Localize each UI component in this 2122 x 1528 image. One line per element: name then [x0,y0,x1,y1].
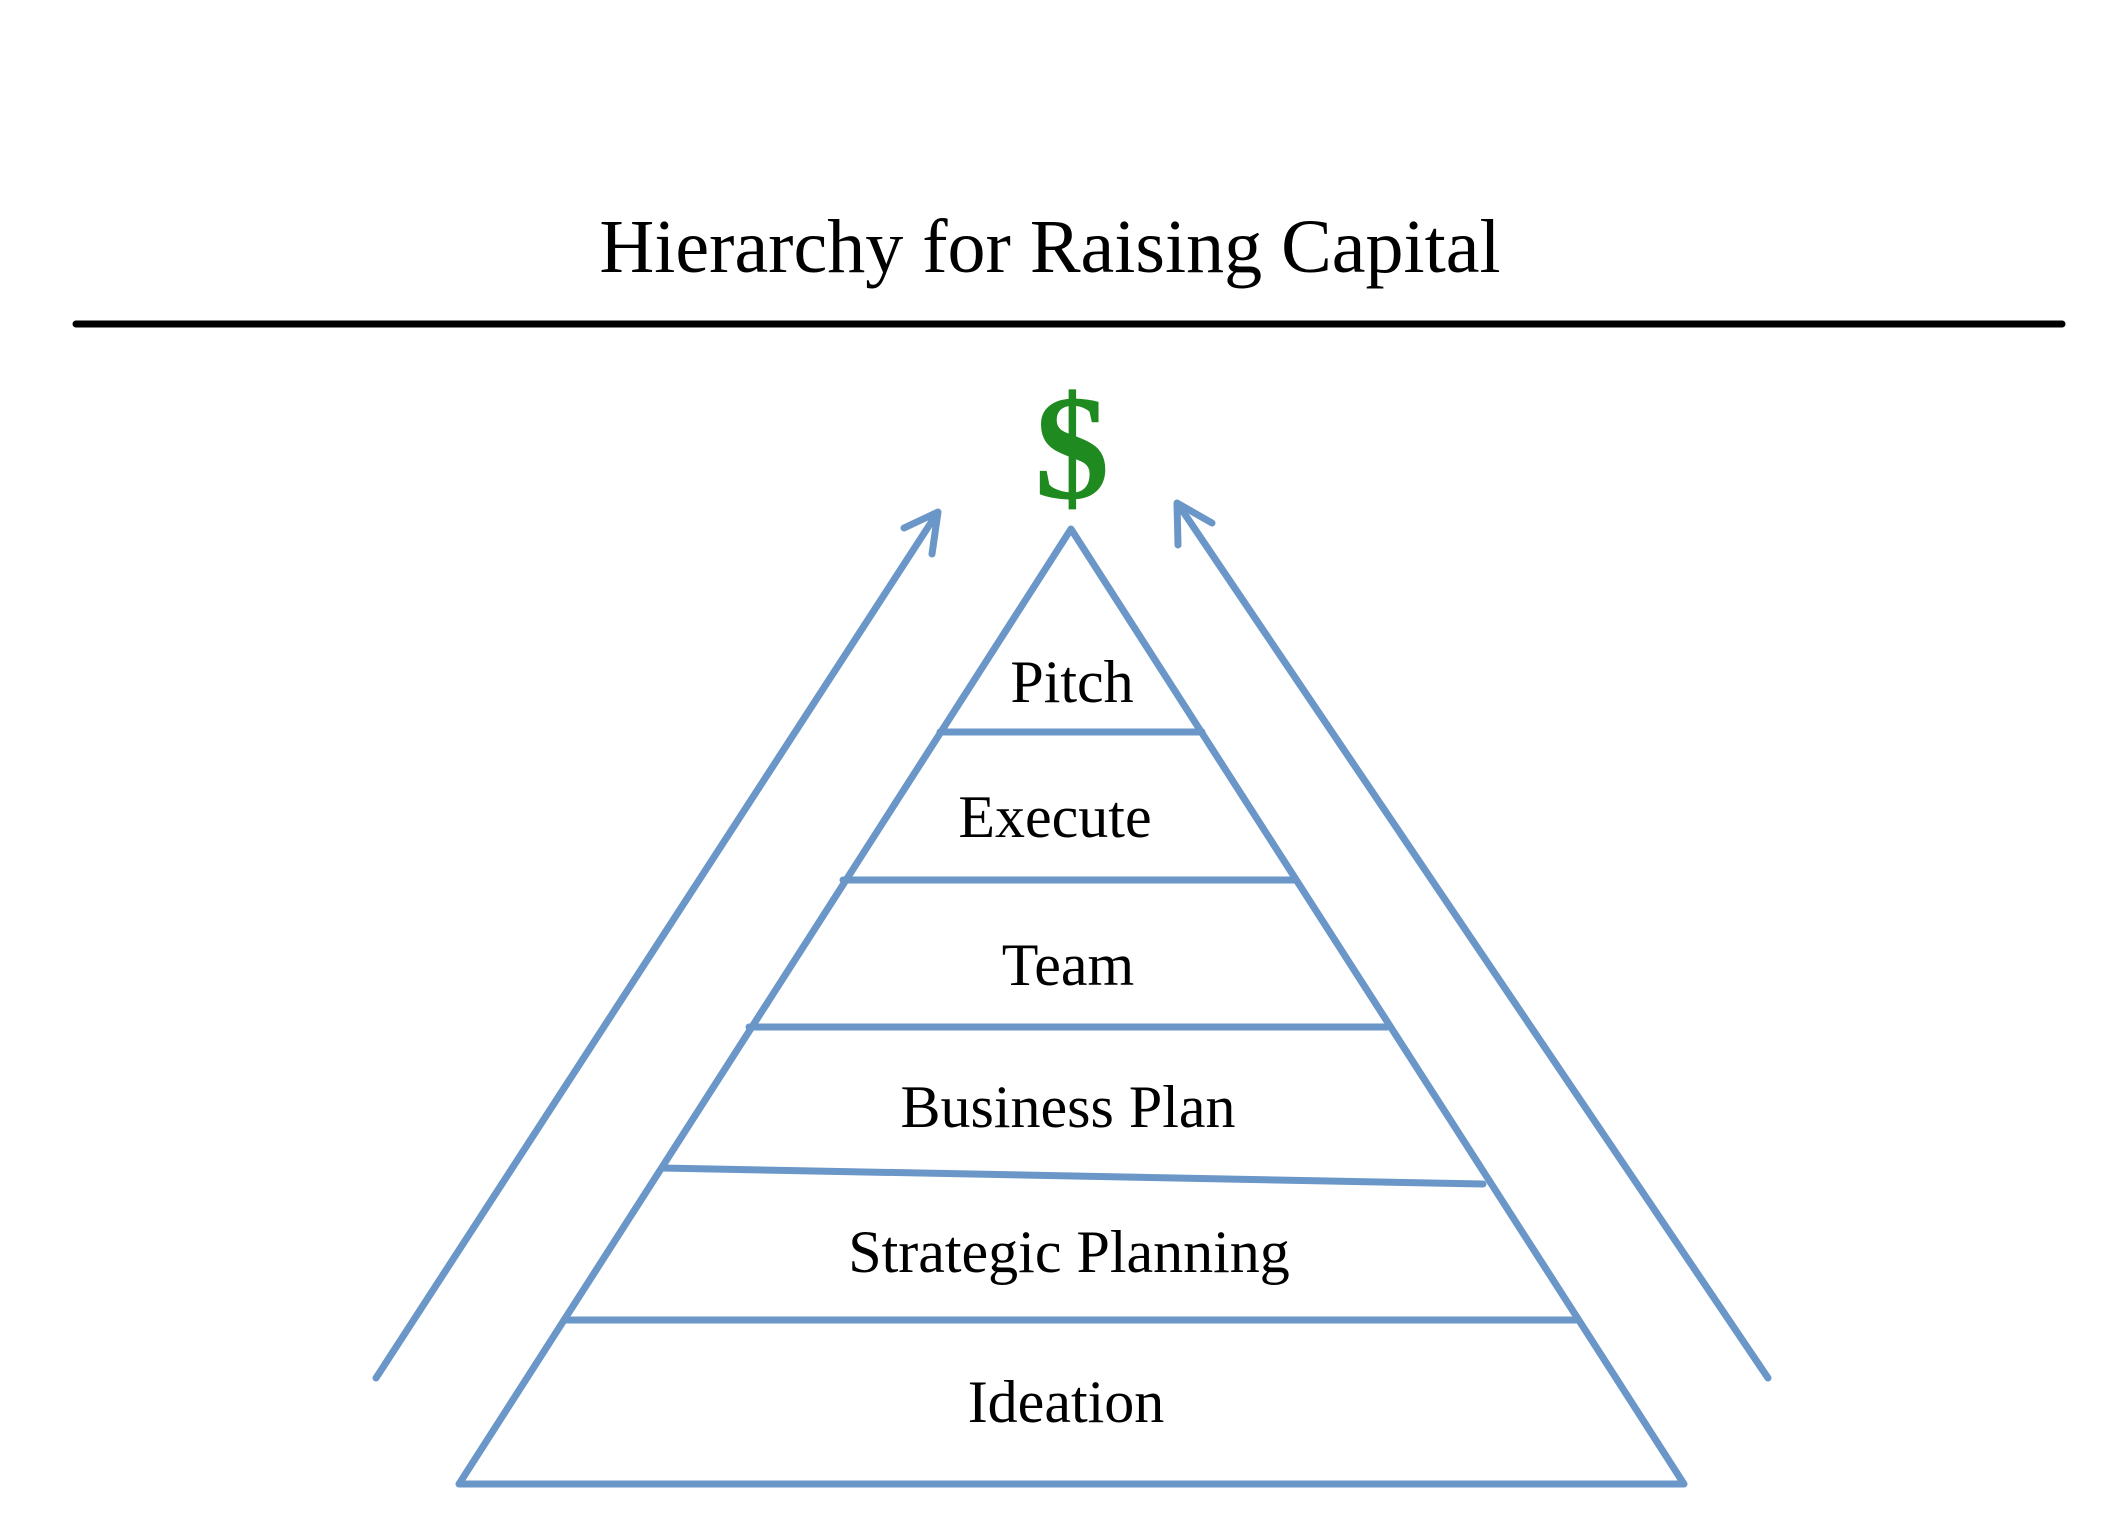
level-label-strategic-planning: Strategic Planning [848,1219,1290,1285]
level-divider [658,1164,1487,1188]
right-arrowhead-icon [1173,499,1216,549]
level-labels: Pitch Execute Team Business Plan Strateg… [848,649,1290,1435]
level-label-ideation: Ideation [968,1369,1165,1435]
dollar-icon: $ [1035,365,1110,531]
right-up-arrow [1173,499,1772,1382]
pyramid [455,525,1688,1488]
pyramid-outline [455,525,1688,1488]
diagram-title: Hierarchy for Raising Capital [599,205,1500,289]
left-arrowhead-icon [900,508,942,558]
level-label-pitch: Pitch [1010,649,1133,715]
left-arrow-shaft [372,514,938,1382]
level-label-execute: Execute [958,784,1151,850]
left-up-arrow [372,508,942,1382]
right-arrow-shaft [1176,503,1772,1382]
level-label-business-plan: Business Plan [900,1074,1235,1140]
level-label-team: Team [1002,932,1134,998]
